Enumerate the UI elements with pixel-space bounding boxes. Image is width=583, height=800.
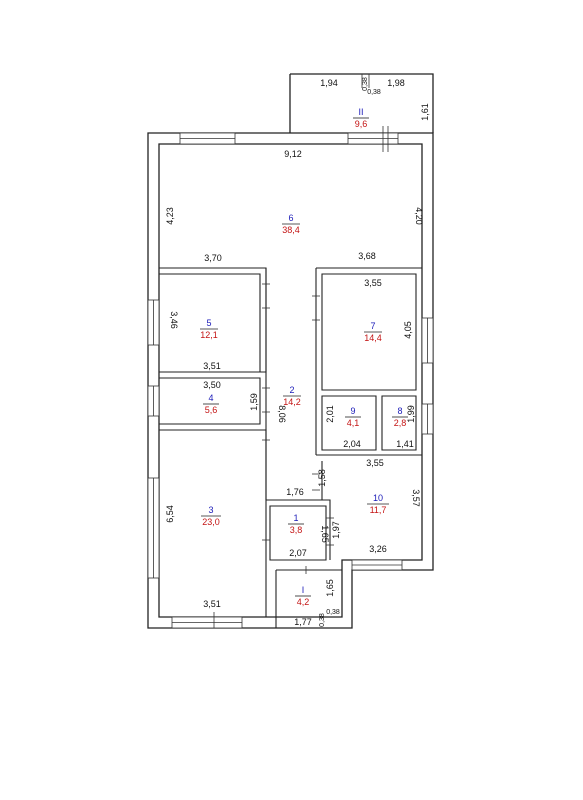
- svg-text:14,4: 14,4: [364, 333, 382, 343]
- svg-text:2,8: 2,8: [394, 418, 407, 428]
- room-label-4: 4 5,6: [203, 393, 219, 415]
- dim-label: 3,46: [169, 311, 179, 329]
- dim-label: 9,12: [284, 149, 302, 159]
- dim-label: 1,65: [325, 579, 335, 597]
- svg-text:9,6: 9,6: [355, 119, 368, 129]
- svg-text:5,6: 5,6: [205, 405, 218, 415]
- dim-label: 1,76: [286, 487, 304, 497]
- room-label-7: 7 14,4: [364, 321, 382, 343]
- dim-label: 1,59: [249, 393, 259, 411]
- partition-room-8: [381, 395, 417, 451]
- svg-text:12,1: 12,1: [200, 330, 218, 340]
- svg-text:3: 3: [208, 505, 213, 515]
- svg-text:4,2: 4,2: [297, 597, 310, 607]
- dim-label: 1,94: [320, 78, 338, 88]
- dim-label: 1,77: [294, 617, 312, 627]
- dim-label: 0,38: [319, 613, 326, 627]
- svg-text:4: 4: [208, 393, 213, 403]
- dim-label: 8,06: [277, 405, 287, 423]
- dim-label: 1,61: [420, 103, 430, 121]
- dim-label: 2,01: [325, 405, 335, 423]
- svg-text:9: 9: [350, 406, 355, 416]
- dim-label: 0,38: [367, 89, 381, 96]
- dim-label: 1,58: [317, 469, 327, 487]
- dim-label: 1,99: [406, 405, 416, 423]
- svg-text:4,1: 4,1: [347, 418, 360, 428]
- dim-label: 3,51: [203, 361, 221, 371]
- partition-room-9: [321, 395, 377, 451]
- dim-label: 3,55: [366, 458, 384, 468]
- svg-text:23,0: 23,0: [202, 517, 220, 527]
- dim-label: 2,04: [343, 439, 361, 449]
- dim-label: 6,54: [165, 505, 175, 523]
- dim-label: 0,38: [326, 609, 340, 616]
- room-label-ii: II 9,6: [353, 107, 369, 129]
- dim-label: 3,57: [411, 489, 421, 507]
- dim-label: 3,26: [369, 544, 387, 554]
- dim-label: 1,41: [396, 439, 414, 449]
- room-label-i: I 4,2: [295, 585, 311, 607]
- dim-label: 3,50: [203, 380, 221, 390]
- dim-label: 3,55: [364, 278, 382, 288]
- svg-text:6: 6: [288, 213, 293, 223]
- room-label-2: 2 14,2: [283, 385, 301, 407]
- svg-text:14,2: 14,2: [283, 397, 301, 407]
- room-label-10: 10 11,7: [367, 493, 389, 515]
- dim-label: 1,97: [331, 521, 341, 539]
- partition-room-5-inner: [159, 273, 261, 372]
- dim-label: 3,51: [203, 599, 221, 609]
- svg-text:7: 7: [370, 321, 375, 331]
- terrace-ii-outline: [289, 73, 434, 133]
- room-label-6: 6 38,4: [282, 213, 300, 235]
- dim-label: 4,23: [165, 207, 175, 225]
- room-label-3: 3 23,0: [201, 505, 221, 527]
- dim-label: 2,07: [289, 548, 307, 558]
- svg-text:I: I: [302, 585, 305, 595]
- svg-text:11,7: 11,7: [370, 505, 387, 515]
- outer-wall-inner-face: [158, 143, 423, 618]
- partition-porch-i: [275, 569, 342, 628]
- room-label-9: 9 4,1: [345, 406, 361, 428]
- partition-room-3: [159, 429, 267, 617]
- dim-label: 3,70: [204, 253, 222, 263]
- svg-text:10: 10: [373, 493, 383, 503]
- svg-text:II: II: [358, 107, 363, 117]
- svg-text:1: 1: [293, 513, 298, 523]
- svg-text:3,8: 3,8: [290, 525, 303, 535]
- dim-label: 1,98: [387, 78, 405, 88]
- partition-room-1: [266, 499, 330, 561]
- dim-label: 1,65: [320, 525, 330, 543]
- room-label-1: 1 3,8: [288, 513, 304, 535]
- partition-corridor: [265, 268, 330, 501]
- dim-label: 3,68: [358, 251, 376, 261]
- room-label-8: 8 2,8: [392, 406, 408, 428]
- partition-room-7: [315, 267, 422, 455]
- room-label-5: 5 12,1: [200, 318, 218, 340]
- svg-text:5: 5: [206, 318, 211, 328]
- svg-text:8: 8: [397, 406, 402, 416]
- svg-text:38,4: 38,4: [282, 225, 300, 235]
- svg-text:2: 2: [289, 385, 294, 395]
- dim-label: 4,20: [414, 207, 424, 225]
- dim-label: 4,05: [403, 321, 413, 339]
- dim-label: 0,38: [362, 77, 369, 91]
